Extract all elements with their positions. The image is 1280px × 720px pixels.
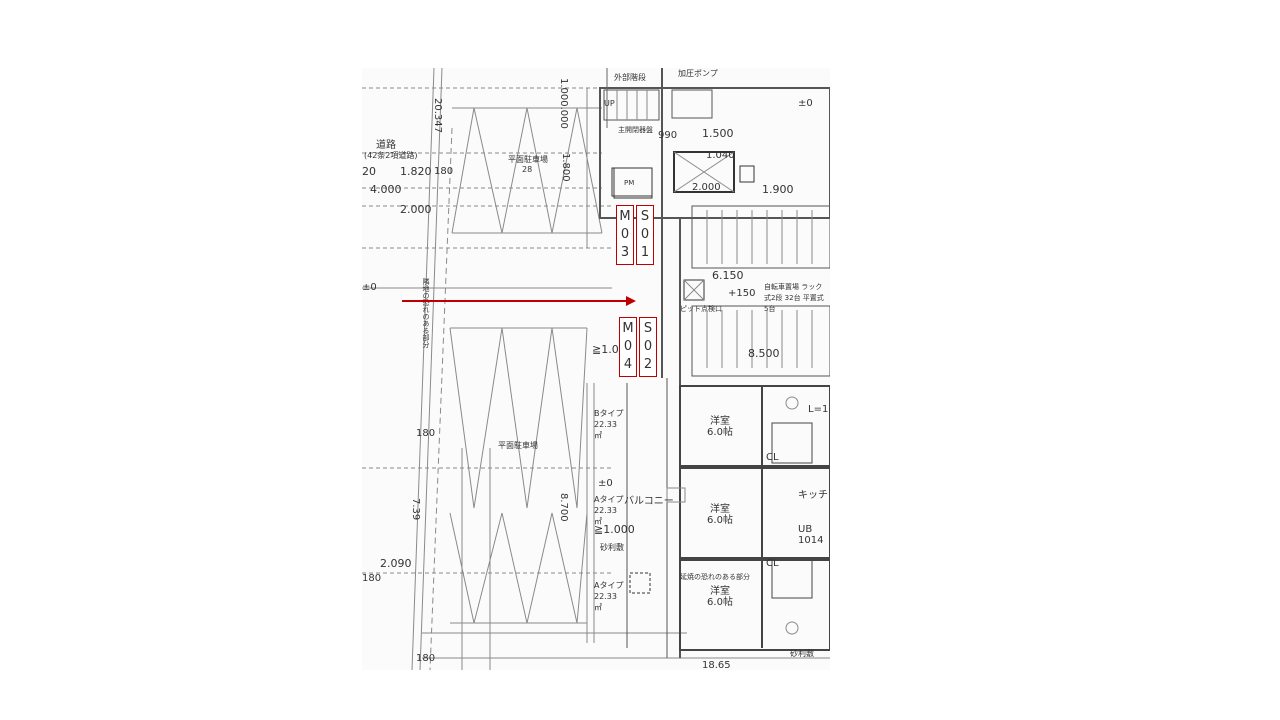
closet-label: CL — [766, 558, 779, 569]
dimension-label: 8.500 — [748, 347, 780, 360]
room-label: 洋室 6.0帖 — [707, 504, 733, 526]
bicycle-parking-label: 自転車置場 ラック式2段 32台 平置式 5台 — [764, 283, 824, 313]
tag-char: 0 — [620, 227, 630, 242]
dimension-label: 18.65 — [702, 660, 731, 670]
tag-char: S — [640, 209, 650, 224]
tag-char: S — [643, 321, 653, 336]
level-label: +150 — [728, 288, 756, 299]
dimension-label: 4.000 — [370, 183, 402, 196]
dimension-label: 7.39 — [410, 498, 421, 521]
dimension-label: 2.000 — [692, 182, 721, 193]
room-label: 洋室 6.0帖 — [707, 416, 733, 438]
dimension-label: 1.040 — [706, 150, 735, 161]
dimension-label: 180 — [434, 166, 454, 177]
tag-m04: M 0 4 — [619, 317, 637, 377]
dimension-label: 20.347 — [432, 98, 443, 133]
parking-count-label: 28 — [522, 165, 533, 174]
tag-s02: S 0 2 — [639, 317, 657, 377]
tag-char: 4 — [623, 357, 633, 372]
annotation-arrow — [402, 296, 636, 306]
gravel-label: 砂利敷 — [600, 543, 624, 552]
dimension-label: 8.700 — [558, 493, 569, 522]
pm-label: PM — [624, 179, 635, 187]
room-label: 洋室 6.0帖 — [707, 586, 733, 608]
dimension-label: L=1 — [808, 404, 829, 415]
tag-m03: M 0 3 — [616, 205, 634, 265]
dimension-label: 180 — [416, 653, 436, 664]
dimension-label: 990 — [658, 130, 678, 141]
tag-char: 2 — [643, 357, 653, 372]
room-type-label: Bタイプ 22.33㎡ — [594, 409, 624, 440]
parking-label: 平面駐車場 — [498, 441, 538, 450]
floor-plan-scan: 20.347 1.000.000 道路 (42条2項道路) 1.820 180 … — [362, 68, 830, 670]
arrow-head — [626, 296, 636, 306]
bath-label: UB 1014 — [798, 524, 824, 546]
dimension-label: 2.000 — [400, 203, 432, 216]
tag-char: 3 — [620, 245, 630, 260]
balcony-label: バルコニー — [624, 496, 674, 507]
tag-s01: S 0 1 — [636, 205, 654, 265]
tag-char: M — [619, 209, 631, 224]
dimension-label: ≧1.000 — [594, 523, 635, 536]
level-label: ±0 — [362, 282, 377, 293]
floor-plan-drawing — [362, 68, 830, 670]
parking-label: 平面駐車場 — [508, 155, 548, 164]
level-label: ±0 — [598, 478, 613, 489]
pump-label: 加圧ポンプ — [678, 69, 718, 78]
level-label: ±0 — [798, 98, 813, 109]
gravel-label: 砂利敷 — [790, 649, 814, 658]
kitchen-label: キッチン — [798, 490, 830, 501]
room-type-label: Aタイプ 22.33㎡ — [594, 581, 624, 612]
dimension-label: 2.090 — [380, 557, 412, 570]
room-type-label: Aタイプ 22.33㎡ — [594, 495, 624, 526]
dimension-label: ≧1.0 — [592, 343, 619, 356]
dimension-label: 1.500 — [702, 127, 734, 140]
tag-char: 0 — [643, 339, 653, 354]
pit-label: ピット点検口 — [680, 305, 722, 313]
dimension-label: 20 — [362, 165, 376, 178]
dimension-label: 1.900 — [762, 183, 794, 196]
tag-char: M — [622, 321, 634, 336]
fire-spread-label: 隣地の恐れのある部分 — [422, 278, 430, 348]
tag-char: 1 — [640, 245, 650, 260]
switchboard-label: 主開閉器盤 — [618, 126, 653, 134]
dimension-label: 1.800 — [560, 153, 571, 182]
stair-label: 外部階段 — [614, 73, 646, 82]
tag-char: 0 — [623, 339, 633, 354]
road-type-label: (42条2項道路) — [364, 151, 418, 160]
road-label: 道路 — [376, 140, 396, 151]
dimension-label: 180 — [362, 573, 382, 584]
up-label: UP — [604, 99, 615, 108]
fire-spread-label: 延焼の恐れのある部分 — [680, 573, 750, 581]
dimension-label: 1.820 — [400, 165, 432, 178]
dimension-label: 1.000.000 — [558, 78, 569, 129]
closet-label: CL — [766, 452, 779, 463]
dimension-label: 6.150 — [712, 269, 744, 282]
tag-char: 0 — [640, 227, 650, 242]
dimension-label: 180 — [416, 428, 436, 439]
